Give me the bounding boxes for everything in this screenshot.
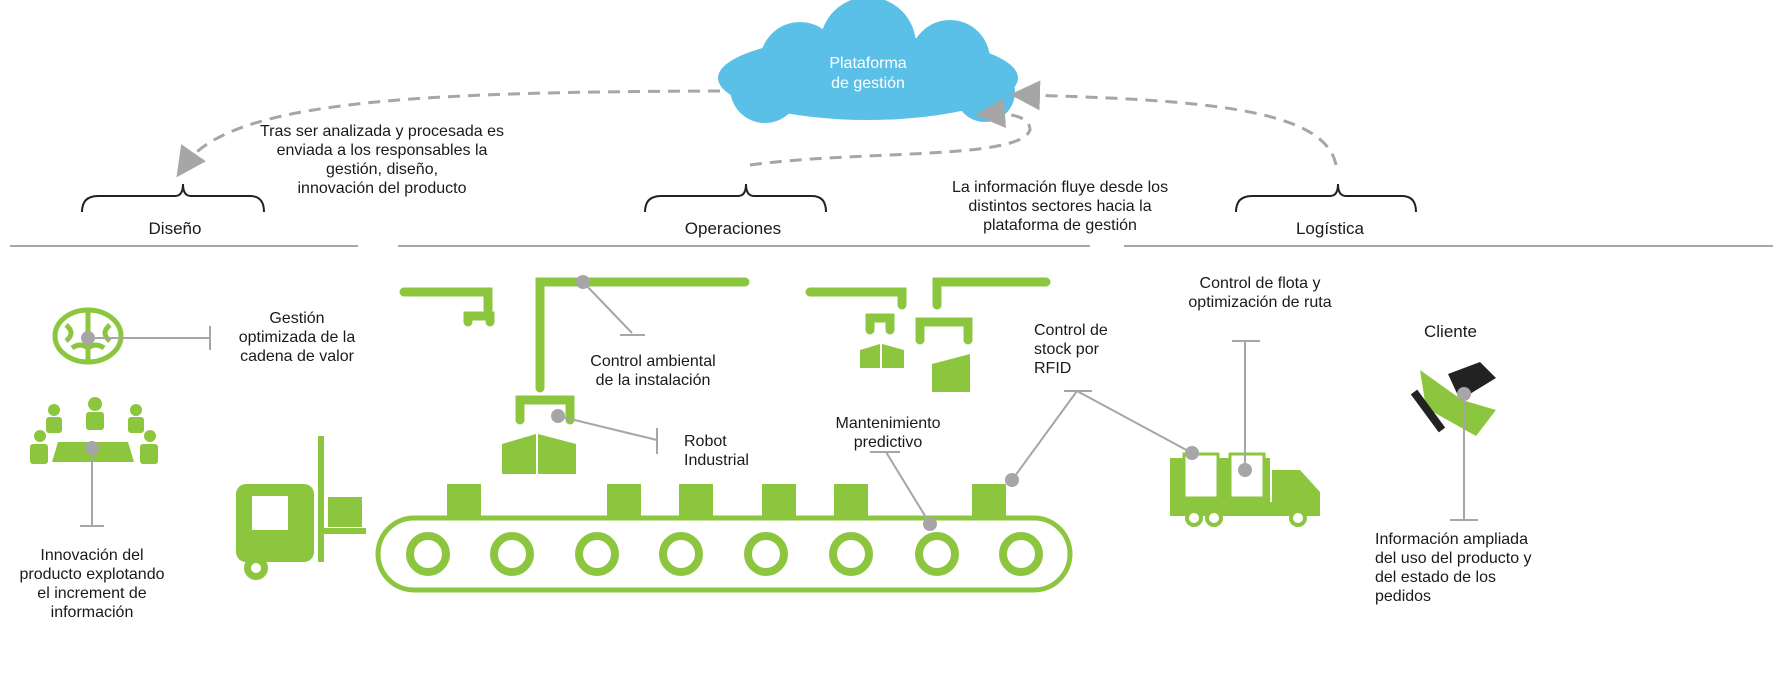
callout-stock-line: stock por [1034, 341, 1099, 358]
callout-mantenimiento-line: Mantenimiento [835, 415, 941, 432]
callout-mantenimiento-line: predictivo [853, 434, 923, 451]
callout-innovacion: Innovación del producto explotando el in… [7, 546, 177, 622]
conveyor-icon [375, 484, 1073, 593]
robot-boxes [502, 344, 970, 474]
forklift-icon [236, 436, 366, 580]
callout-stock-line: Control de [1034, 322, 1108, 339]
brace-operaciones [644, 183, 827, 213]
callout-ampliada-line: pedidos [1375, 588, 1432, 605]
callout-robot-line: Robot [684, 433, 727, 450]
callout-flota: Control de flota y optimización de ruta [1170, 274, 1350, 312]
callout-flota-line: optimización de ruta [1188, 294, 1332, 311]
note-analizada-line: gestión, diseño, [325, 161, 439, 178]
callout-stock-line: RFID [1034, 360, 1072, 377]
callout-innovacion-line: producto explotando [19, 566, 165, 583]
section-operaciones: Operaciones [684, 219, 782, 238]
note-fluye-line: distintos sectores hacia la [968, 198, 1152, 215]
callout-gestion: Gestión optimizada de la cadena de valor [222, 309, 372, 366]
handshake-icon [1410, 362, 1496, 436]
section-logistica: Logística [1295, 219, 1365, 238]
callout-gestion-line: Gestión [269, 310, 325, 327]
callout-ambiental-line: Control ambiental [590, 353, 716, 370]
brace-diseno [81, 183, 265, 213]
note-fluye-line: plataforma de gestión [983, 217, 1137, 234]
callout-innovacion-line: Innovación del [40, 547, 144, 564]
note-analizada-line: enviada a los responsables la [276, 142, 488, 159]
note-fluye: La información fluye desde los distintos… [920, 178, 1200, 235]
cloud-icon [718, 0, 1018, 123]
note-analizada-line: innovación del producto [297, 180, 467, 197]
note-fluye-line: La información fluye desde los [951, 179, 1169, 196]
callout-gestion-line: cadena de valor [240, 348, 354, 365]
callout-robot: Robot Industrial [684, 432, 749, 470]
callout-mantenimiento: Mantenimiento predictivo [818, 414, 958, 452]
callout-ambiental: Control ambiental de la instalación [563, 352, 743, 390]
cloud-line-2: de gestión [831, 75, 905, 92]
arrow-from-logistica [1010, 80, 1338, 166]
callout-flota-line: Control de flota y [1199, 275, 1321, 292]
cloud-line-1: Plataforma [829, 55, 907, 72]
brace-logistica [1235, 183, 1417, 213]
note-analizada: Tras ser analizada y procesada es enviad… [232, 122, 532, 198]
robot-arm-icon [399, 277, 1051, 425]
callout-ampliada-line: del estado de los [1375, 569, 1496, 586]
cloud-label: Plataforma de gestión [808, 54, 928, 94]
arrow-to-diseno [176, 89, 721, 178]
section-braces [81, 183, 1417, 213]
callout-gestion-line: optimizada de la [238, 329, 356, 346]
arrow-from-operaciones [749, 98, 1032, 167]
callout-innovacion-line: el increment de [37, 585, 147, 602]
callout-ampliada-line: del uso del producto y [1375, 550, 1532, 567]
callout-robot-line: Industrial [684, 452, 749, 469]
callout-cliente: Cliente [1424, 322, 1477, 341]
callout-innovacion-line: información [50, 604, 134, 621]
flow-arrows [176, 80, 1338, 178]
callout-stock: Control de stock por RFID [1034, 321, 1108, 378]
connector-dots [81, 275, 1471, 531]
callout-ampliada: Información ampliada del uso del product… [1375, 530, 1532, 606]
section-diseno: Diseño [148, 219, 202, 238]
callout-ampliada-line: Información ampliada [1375, 531, 1528, 548]
connectors [80, 281, 1478, 527]
truck-icon [1170, 452, 1320, 527]
note-analizada-line: Tras ser analizada y procesada es [260, 123, 504, 140]
callout-ambiental-line: de la instalación [595, 372, 711, 389]
meeting-icon [30, 397, 158, 464]
